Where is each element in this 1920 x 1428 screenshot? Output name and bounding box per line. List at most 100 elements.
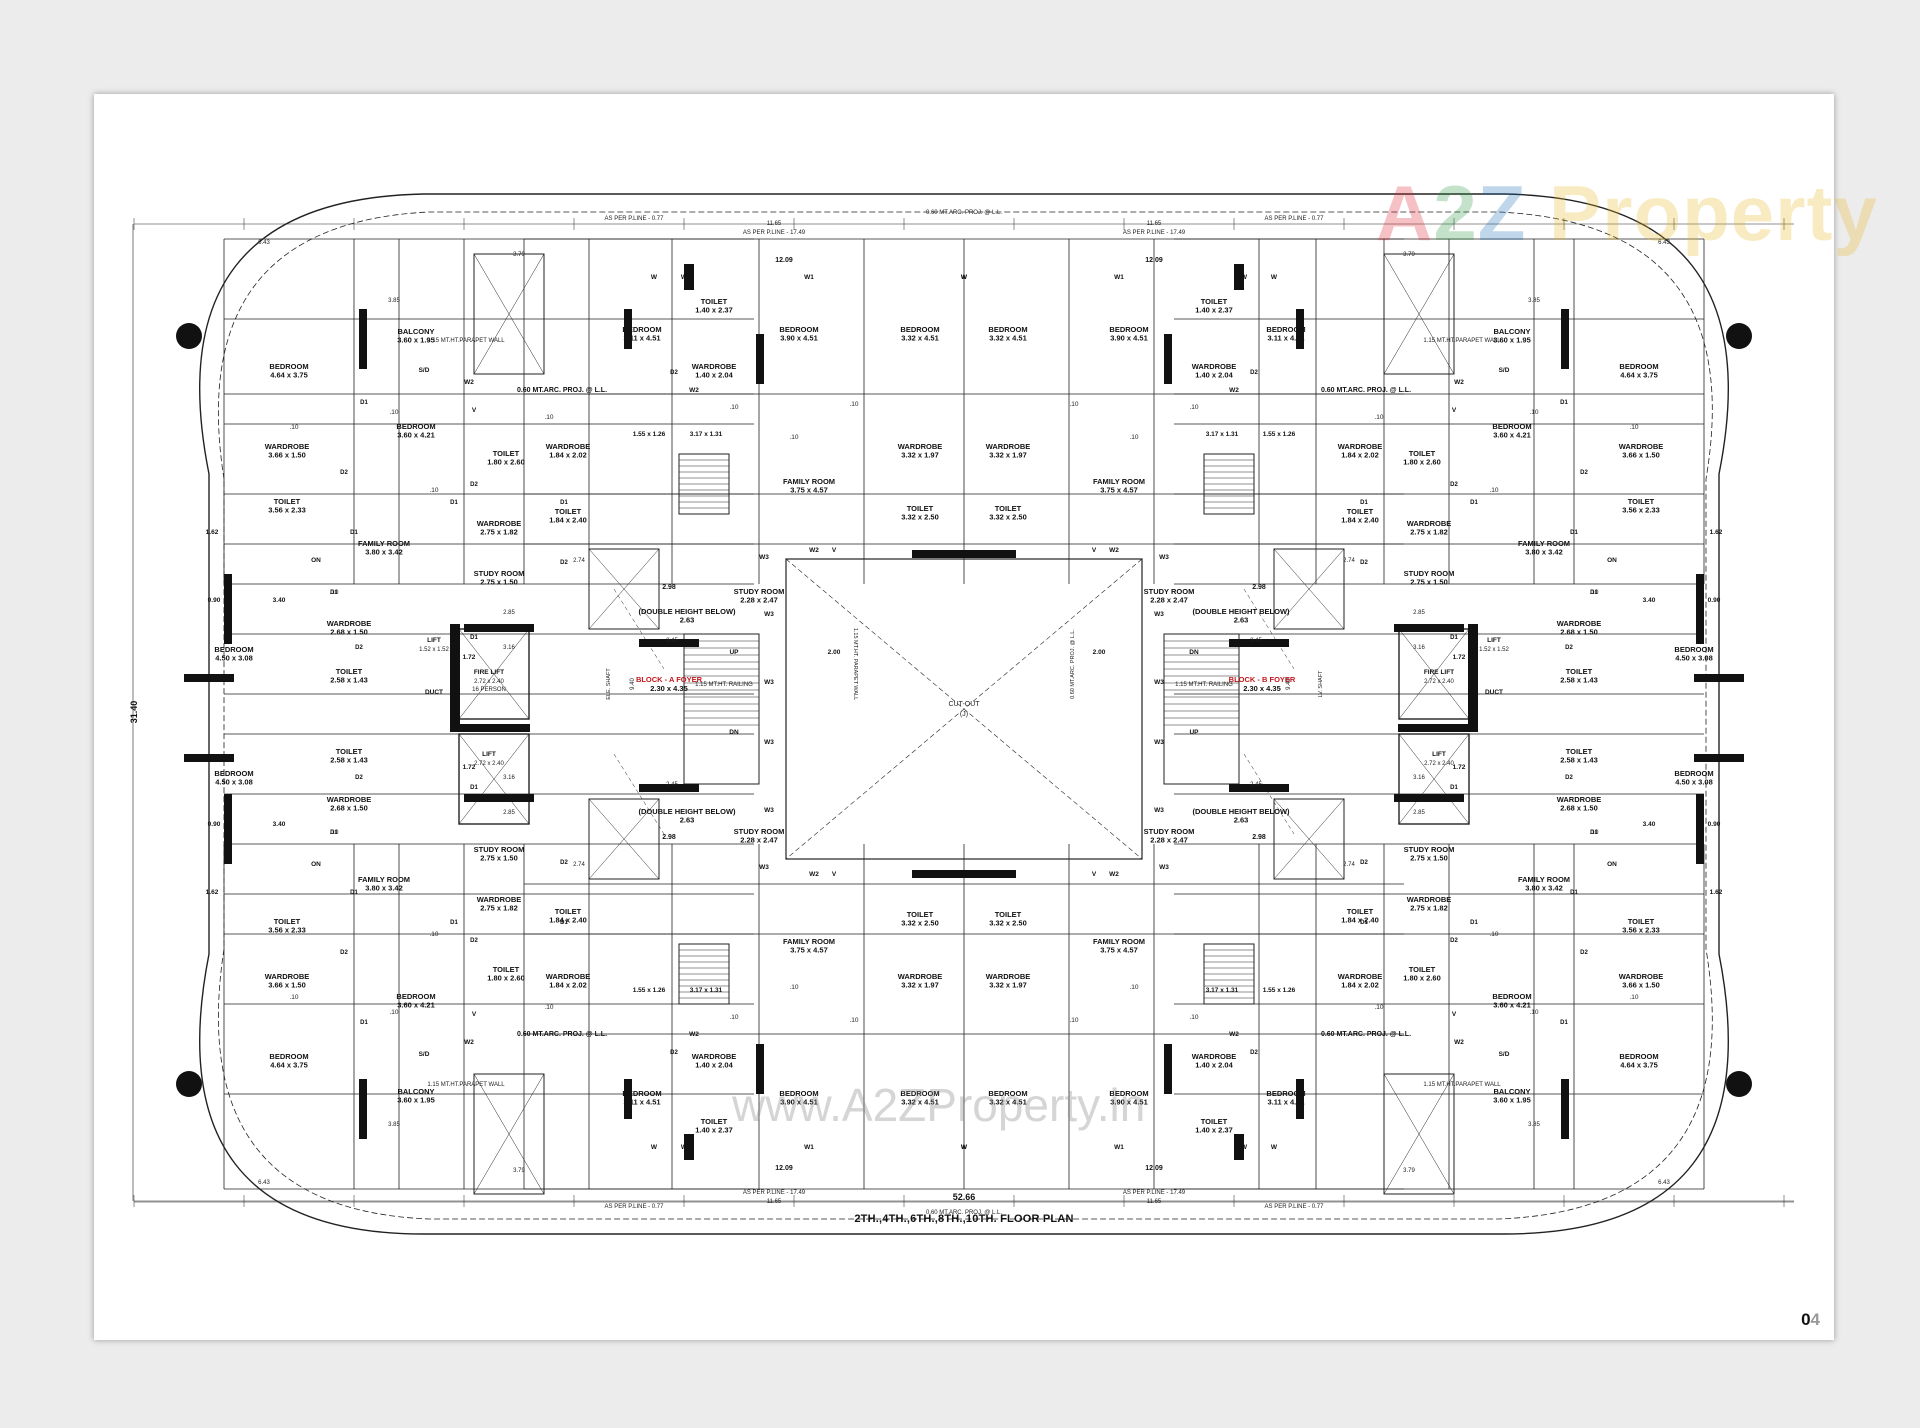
plan-label: TOILET [274,497,301,506]
plan-label: 3.17 x 1.31 [1206,431,1239,438]
plan-label: .10 [1529,1009,1538,1016]
plan-line [473,1073,545,1195]
plan-label: 1.15 MT.HT. RAILING [1175,682,1233,688]
plan-label: STUDY ROOM [734,587,785,596]
plan-label: WARDROBE [1619,442,1664,451]
plan-outline [1273,548,1345,630]
plan-label: 1.40 x 2.04 [695,1061,733,1070]
plan-label: W1 [804,1144,814,1151]
plan-label: BEDROOM [779,1089,818,1098]
plan-label: D1 [360,1020,368,1026]
plan-label: 1.55 x 1.26 [1263,987,1296,994]
plan-outline [1383,253,1455,375]
plan-label: V [1092,547,1097,554]
plan-line [785,558,1143,860]
plan-label: ON [1607,861,1617,868]
plan-label: 2.75 x 1.50 [1410,854,1448,863]
plan-label: (DOUBLE HEIGHT BELOW) [1192,807,1290,816]
plan-label: D1 [1570,890,1578,896]
plan-label: DUCT [1485,689,1503,696]
plan-label: BEDROOM [779,325,818,334]
plan-label: 2.00 [1093,649,1106,656]
a2z-property-logo: A2Z Property [1376,169,1878,257]
plan-label: 6.43 [1658,1180,1670,1186]
plan-label: W [1241,1144,1248,1151]
wall-segment [464,624,534,632]
wall-segment [1234,264,1244,290]
plan-label: 2.63 [680,816,695,825]
structural-column [176,1071,202,1097]
wall-segment [1394,794,1464,802]
plan-label: W3 [764,611,774,618]
plan-label: 2.68 x 1.50 [330,804,368,813]
plan-label: .10 [289,424,298,431]
plan-label: 0.60 MT.ARC. PROJ. @ L.L. [1321,1031,1411,1038]
plan-label: 2.75 x 1.82 [480,528,518,537]
wall-segment [224,574,232,644]
plan-label: .10 [544,1004,553,1011]
plan-label: AS PER P.LINE - 0.77 [605,1204,665,1210]
plan-label: 2.63 [680,616,695,625]
plan-label: AS PER P.LINE - 0.77 [1265,1204,1325,1210]
plan-label: WARDROBE [898,972,943,981]
plan-label: 3.32 x 2.50 [901,919,939,928]
plan-label: DUCT [425,689,443,696]
plan-label: TOILET [1201,1117,1228,1126]
plan-label: W [651,274,658,281]
plan-label: 16 PERSON [472,687,506,693]
plan-label: 2.74 [573,862,585,868]
structural-column [176,323,202,349]
plan-label: 2.75 x 1.50 [480,854,518,863]
wall-segment [1468,624,1478,724]
plan-label: BEDROOM [900,1089,939,1098]
plan-label: AS PER P.LINE - 17.49 [743,230,806,236]
plan-label: 2.85 [1413,610,1425,616]
plan-label: 1.62 [1710,889,1723,896]
plan-label: 1.84 x 2.40 [1341,516,1379,525]
plan-label: LIFT [427,637,441,644]
plan-label: W [961,274,968,281]
plan-label: 0.60 MT.ARC. PROJ. @ L.L. [926,210,1002,216]
plan-label: W3 [1154,679,1164,686]
plan-line [1383,253,1455,375]
plan-label: 3.85 [1528,298,1540,304]
plan-label: 2.63 [1234,616,1249,625]
plan-label: 3.60 x 1.95 [1493,1096,1531,1105]
plan-label: 2.85 [503,610,515,616]
plan-label: D2 [1250,370,1258,376]
plan-label: AS PER P.LINE - 0.77 [1265,216,1325,222]
plan-label: TOILET [493,449,520,458]
plan-label: 1.40 x 2.37 [695,306,733,315]
plan-label: D2 [560,560,568,566]
plan-label: 2.58 x 1.43 [1560,676,1598,685]
plan-label: D2 [670,370,678,376]
plan-label: 4.64 x 3.75 [270,1061,308,1070]
plan-label: 6.43 [258,1180,270,1186]
plan-label: D2 [1360,560,1368,566]
plan-label: W1 [1114,1144,1124,1151]
plan-label: 3.90 x 4.51 [780,334,818,343]
plan-label: D1 [1560,1020,1568,1026]
plan-label: 31.40 [129,701,139,724]
plan-caption: 2TH.,4TH.,6TH.,8TH.,10TH. FLOOR PLAN [854,1213,1074,1225]
plan-line [1273,798,1345,880]
plan-label: 3.16 [1413,775,1425,781]
plan-label: BLOCK - A FOYER [636,675,703,684]
plan-label: 3.56 x 2.33 [268,926,306,935]
plan-label: BEDROOM [214,769,253,778]
plan-label: WARDROBE [265,442,310,451]
plan-label: 3.66 x 1.50 [268,981,306,990]
wall-segment [1694,674,1744,682]
plan-label: 2.58 x 1.43 [330,756,368,765]
plan-line [458,628,530,720]
plan-label: 1.62 [206,529,219,536]
plan-label: .10 [1374,414,1383,421]
plan-label: 1.15 MT.HT.PARAPET WALL [427,338,505,344]
plan-label: 3.16 [503,645,515,651]
plan-label: BEDROOM [988,325,1027,334]
plan-label: 1.80 x 2.60 [487,974,525,983]
plan-label: W3 [1154,807,1164,814]
plan-label: W [1271,274,1278,281]
plan-label: .10 [849,1017,858,1024]
plan-label: D1 [350,530,358,536]
